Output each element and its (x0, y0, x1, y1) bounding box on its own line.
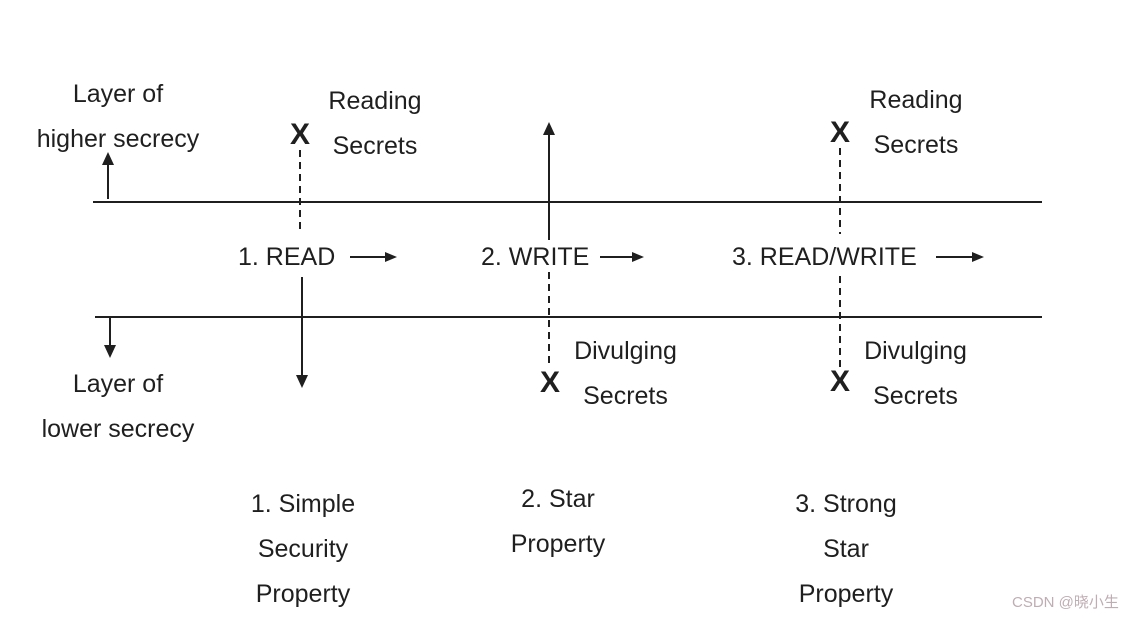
divulging-secrets-label-right: Divulging Secrets (853, 329, 978, 419)
divulging-secrets-line2: Secrets (583, 382, 668, 410)
down-arrowhead-icon (104, 345, 116, 358)
right-arrow-icon-readwrite (936, 252, 984, 262)
reading-secrets-line2: Secrets (873, 131, 959, 159)
reading-secrets-line1: Reading (869, 86, 963, 114)
lower-secrecy-label-line2: lower secrecy (41, 415, 195, 443)
right-arrowhead-icon (632, 252, 644, 262)
reading-secrets-line2: Secrets (332, 132, 418, 160)
up-arrow-icon (102, 152, 114, 199)
operation-read-label: 1. READ (238, 243, 336, 271)
blocked-x-mark-readwrite-down: X (829, 365, 850, 398)
operation-readwrite-label: 3. READ/WRITE (732, 243, 917, 271)
reading-secrets-line1: Reading (328, 87, 422, 115)
down-arrow-icon (104, 317, 116, 358)
property-star-label: 2. Star Property (483, 477, 633, 567)
arrow-stem (107, 165, 109, 199)
divulging-secrets-line1: Divulging (574, 337, 677, 365)
divulging-secrets-line1: Divulging (864, 337, 967, 365)
property1-line3: Property (255, 580, 351, 608)
property3-line1: 3. Strong (795, 490, 897, 518)
arrow-stem (600, 256, 632, 258)
up-arrow-write-allowed (543, 122, 555, 240)
property1-line1: 1. Simple (250, 490, 356, 518)
up-arrowhead-icon (102, 152, 114, 165)
divulging-secrets-label-mid: Divulging Secrets (563, 329, 688, 419)
dashed-line-readwrite-down (839, 276, 841, 368)
property1-line2: Security (257, 535, 349, 563)
blocked-x-mark-write-down: X (539, 366, 560, 399)
right-arrow-icon-read (350, 252, 397, 262)
dashed-line-read-up (299, 150, 301, 234)
reading-secrets-label-right: Reading Secrets (845, 78, 987, 168)
operation-write-label: 2. WRITE (481, 243, 590, 271)
higher-layer-boundary-line (93, 201, 1042, 203)
property-simple-security-label: 1. Simple Security Property (228, 482, 378, 617)
lower-secrecy-label: Layer of lower secrecy (12, 362, 224, 452)
divulging-secrets-line2: Secrets (873, 382, 958, 410)
arrow-stem (936, 256, 972, 258)
property3-line2: Star (823, 535, 869, 563)
property3-line3: Property (798, 580, 894, 608)
up-arrowhead-icon (543, 122, 555, 135)
arrow-stem (109, 317, 111, 345)
reading-secrets-label-left: Reading Secrets (305, 79, 445, 169)
higher-secrecy-label-line1: Layer of (72, 80, 164, 108)
right-arrowhead-icon (385, 252, 397, 262)
dashed-line-readwrite-up (839, 148, 841, 234)
property-strong-star-label: 3. Strong Star Property (771, 482, 921, 617)
higher-secrecy-label-line2: higher secrecy (36, 125, 200, 153)
property2-line2: Property (510, 530, 606, 558)
down-arrowhead-icon (296, 375, 308, 388)
higher-secrecy-label: Layer of higher secrecy (12, 72, 224, 162)
down-arrow-read-allowed (296, 277, 308, 388)
arrow-stem (301, 277, 303, 375)
arrow-stem (548, 135, 550, 240)
lower-layer-boundary-line (95, 316, 1042, 318)
blocked-x-mark-read-up: X (289, 118, 310, 151)
csdn-watermark: CSDN @晓小生 (1012, 594, 1119, 611)
blocked-x-mark-readwrite-up: X (829, 116, 850, 149)
right-arrowhead-icon (972, 252, 984, 262)
property2-line1: 2. Star (521, 485, 595, 513)
arrow-stem (350, 256, 385, 258)
dashed-line-write-down (548, 272, 550, 368)
right-arrow-icon-write (600, 252, 644, 262)
lower-secrecy-label-line1: Layer of (72, 370, 164, 398)
